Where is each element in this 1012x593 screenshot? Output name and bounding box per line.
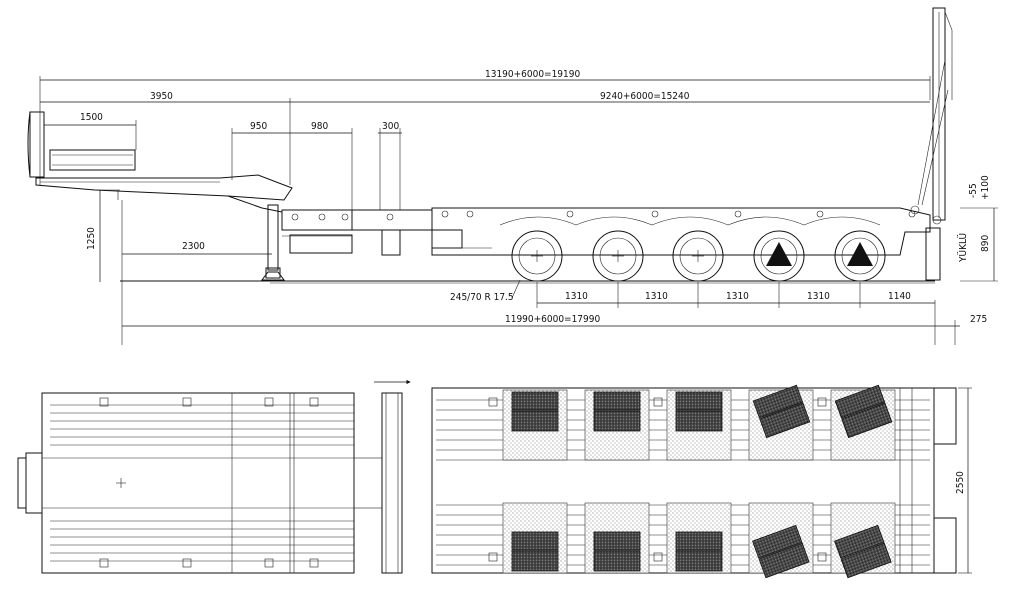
front-deck-planks — [50, 404, 354, 562]
rear-ramp — [910, 7, 953, 281]
dim-landing-leg-label: 2300 — [182, 241, 205, 252]
landing-leg — [261, 204, 285, 281]
dim-gooseneck-label: 3950 — [150, 91, 173, 102]
kingpin-mark — [116, 478, 126, 488]
wheel-3 — [672, 230, 724, 282]
loaded-label: YÜKLÜ — [956, 233, 969, 263]
extension-section — [281, 209, 433, 256]
axle-gap-3: 1310 — [726, 291, 749, 302]
dim-deck-label: 9240+6000=15240 — [600, 91, 690, 102]
deck-height-label: 890 — [980, 235, 991, 252]
top-view-main: 2550 — [431, 384, 972, 579]
dim-overall-label: 13190+6000=19190 — [485, 69, 580, 80]
dim-neck: 950 980 300 — [231, 121, 402, 210]
wheel-2 — [592, 230, 644, 282]
rear-overhang-label: 1140 — [888, 291, 911, 302]
dim-chassis: 11990+6000=17990 275 — [122, 300, 987, 345]
rear-height-dims: -55 +100 890 YÜKLÜ — [956, 175, 998, 282]
dim-front-height-label: 1250 — [86, 227, 97, 250]
axle-gap-2: 1310 — [645, 291, 668, 302]
top-view-spacer — [374, 379, 411, 574]
dim-kingpin-label: 1500 — [80, 112, 103, 123]
wheels — [511, 230, 886, 282]
wheel-1 — [511, 230, 563, 282]
dim-landing-leg: 2300 — [121, 200, 272, 345]
front-coupling — [27, 111, 136, 178]
dim-axles: 1310 1310 1310 1310 1140 — [536, 282, 935, 308]
wheel-group-top — [502, 384, 896, 461]
height-minus-label: -55 — [968, 183, 979, 198]
lashing-points-main — [488, 397, 827, 562]
tyre-label: 245/70 R 17.5 — [450, 292, 514, 303]
wheel-4-steered — [753, 230, 805, 282]
tyre-callout: 245/70 R 17.5 — [450, 279, 521, 303]
dim-rear-end-label: 275 — [970, 314, 987, 325]
axle-gap-4: 1310 — [807, 291, 830, 302]
side-view: 13190+6000=19190 3950 9240+6000=15240 15… — [27, 7, 998, 345]
dim-width: 2550 — [955, 387, 972, 574]
wheel-5-steered — [834, 230, 886, 282]
main-deck — [431, 207, 931, 256]
top-view-front — [17, 392, 383, 574]
dim-neck-label: 950 — [250, 121, 267, 132]
dim-ext1-label: 980 — [311, 121, 328, 132]
dim-ext2-label: 300 — [382, 121, 399, 132]
height-plus-label: +100 — [980, 175, 991, 200]
dim-width-label: 2550 — [955, 471, 966, 494]
dim-kingpin: 1500 — [44, 112, 137, 150]
axle-gap-1: 1310 — [565, 291, 588, 302]
gooseneck — [35, 174, 293, 213]
dim-row-2: 3950 9240+6000=15240 — [40, 91, 930, 185]
lashing-points-front — [99, 397, 319, 568]
dim-overall: 13190+6000=19190 — [39, 69, 931, 185]
wheel-group-bottom — [502, 502, 896, 579]
dim-chassis-label: 11990+6000=17990 — [505, 314, 600, 325]
dim-front-height: 1250 — [86, 189, 120, 282]
